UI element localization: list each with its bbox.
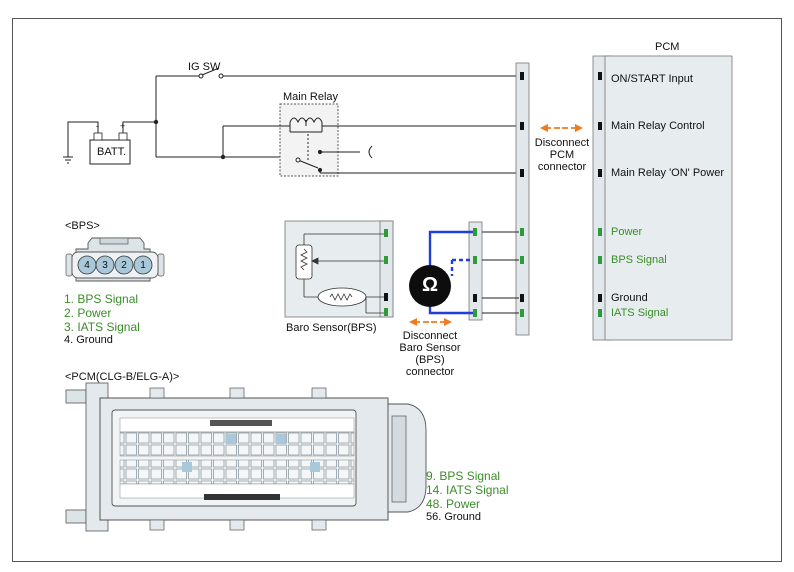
pcm-disconnect-line-3: connector <box>537 161 587 173</box>
pcm-pin-power: Power <box>611 226 643 238</box>
bps-connector-drawing <box>65 237 165 282</box>
pcm-legend-item: 56. Ground <box>426 511 482 523</box>
bps-pcm-wires <box>482 231 519 314</box>
pcm-pin-main-relay-control: Main Relay Control <box>611 120 705 132</box>
pcm-connector-title: <PCM(CLG-B/ELG-A)> <box>65 371 180 383</box>
pcm-pin-on-start: ON/START Input <box>611 73 693 85</box>
diagram-frame <box>12 18 782 562</box>
bps-pin-number: 3 <box>102 260 108 271</box>
baro-sensor-label: Baro Sensor(BPS) <box>286 322 377 334</box>
bps-legend-item: 1. BPS Signal <box>64 292 139 306</box>
pcm-legend-item: 14. IATS Signal <box>426 483 509 497</box>
junction-dot <box>153 119 159 125</box>
bps-disconnect-line-4: connector <box>405 366 455 378</box>
ohm-symbol: Ω <box>421 274 439 296</box>
battery-label: BATT. <box>97 146 127 158</box>
bps-disconnect-line-1: Disconnect <box>402 330 458 342</box>
bps-harness-connector <box>468 221 483 321</box>
bps-disconnect-arrow <box>409 318 452 326</box>
bps-legend-item: 3. IATS Signal <box>64 320 140 334</box>
ig-switch <box>198 67 519 79</box>
battery-plus-label: + <box>120 121 126 131</box>
pcm-title: PCM <box>655 41 680 53</box>
pcm-connector-drawing <box>65 382 427 532</box>
pcm-disconnect-line-1: Disconnect <box>534 137 590 149</box>
pcm-pin-main-relay-power: Main Relay 'ON' Power <box>611 167 725 179</box>
bps-pin-number: 2 <box>121 260 127 271</box>
bps-pin-number: 1 <box>140 260 146 271</box>
bps-connector-title: <BPS> <box>65 220 100 232</box>
battery <box>89 132 131 165</box>
pcm-pin-bps-signal: BPS Signal <box>611 254 667 266</box>
bps-pin-number: 4 <box>84 260 90 271</box>
pcm-disconnect-arrow <box>540 124 583 132</box>
bps-disconnect-line-2: Baro Sensor <box>399 342 461 354</box>
ground-symbol <box>63 121 99 164</box>
bps-legend-item: 2. Power <box>64 306 112 320</box>
battery-feed-wire <box>122 75 296 158</box>
ohmmeter-icon <box>409 265 451 307</box>
pcm-pin-iats-signal: IATS Signal <box>611 307 669 319</box>
pcm-harness-connector <box>515 62 530 336</box>
bps-disconnect-line-3: (BPS) <box>415 354 445 366</box>
battery-minus-label: - <box>96 121 99 131</box>
ig-switch-label: IG SW <box>188 61 221 73</box>
pcm-pin-ground: Ground <box>611 292 648 304</box>
bps-legend-item: 4. Ground <box>64 334 113 346</box>
main-relay <box>222 103 519 177</box>
pcm-legend-item: 48. Power <box>426 497 481 511</box>
baro-sensor <box>284 220 394 318</box>
pcm-disconnect-line-2: PCM <box>549 149 575 161</box>
pcm-module <box>592 55 733 341</box>
pcm-legend-item: 9. BPS Signal <box>426 469 501 483</box>
main-relay-label: Main Relay <box>283 91 339 103</box>
